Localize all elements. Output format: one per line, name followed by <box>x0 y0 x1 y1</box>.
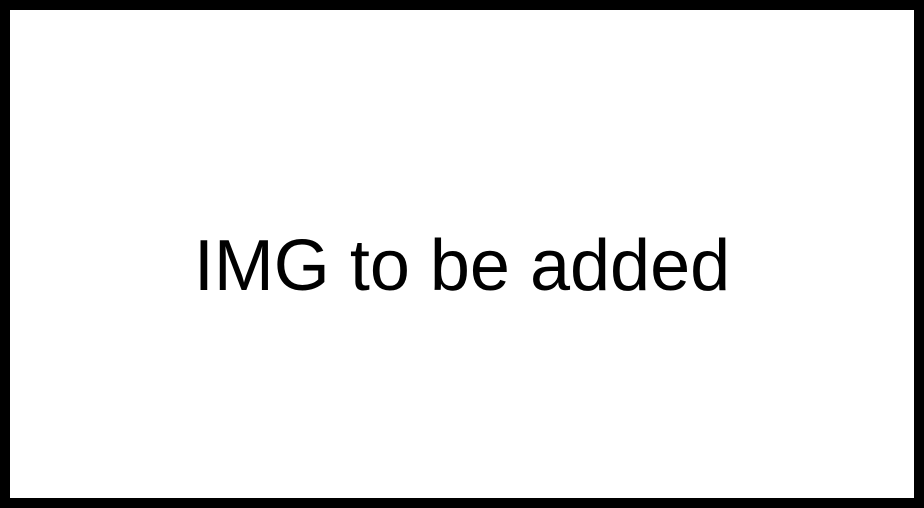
placeholder-text: IMG to be added <box>193 226 731 306</box>
